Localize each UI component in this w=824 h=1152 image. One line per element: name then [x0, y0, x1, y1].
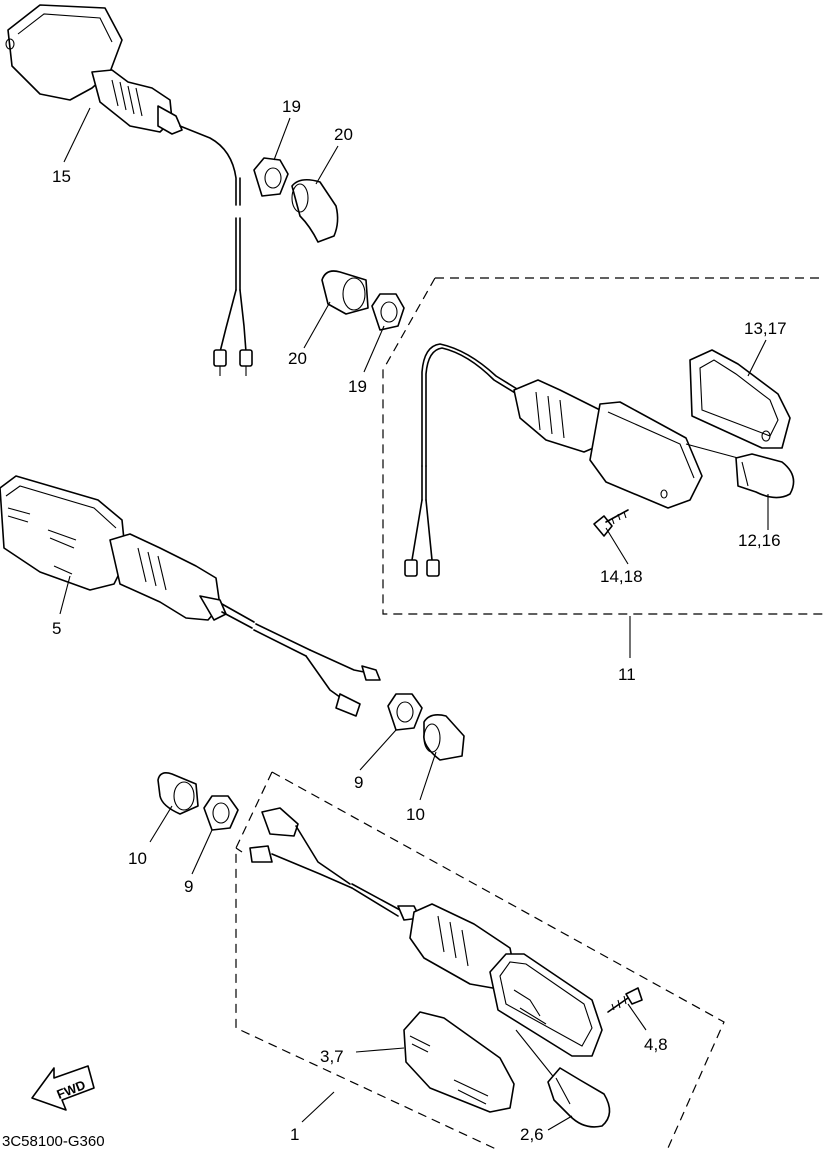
label-10-right: 10	[406, 805, 425, 824]
nut-9-right[interactable]	[387, 693, 423, 731]
lens-3-7[interactable]	[403, 1011, 515, 1113]
label-5: 5	[52, 619, 61, 638]
grommet-20-lower[interactable]	[321, 270, 369, 315]
label-2-6: 2,6	[520, 1125, 544, 1144]
label-9-right: 9	[354, 773, 363, 792]
bulb-12-16[interactable]	[735, 453, 795, 499]
label-20-lower: 20	[288, 349, 307, 368]
nut-9-left[interactable]	[203, 795, 239, 831]
turn-signal-1[interactable]	[249, 807, 603, 1081]
label-12-16: 12,16	[738, 531, 781, 550]
label-9-left: 9	[184, 877, 193, 896]
label-13-17: 13,17	[744, 319, 787, 338]
grommet-20-upper[interactable]	[291, 178, 339, 243]
label-20-upper: 20	[334, 125, 353, 144]
label-10-left: 10	[128, 849, 147, 868]
turn-signal-15[interactable]	[5, 4, 253, 376]
label-1: 1	[290, 1125, 299, 1144]
screw-4-8[interactable]	[607, 987, 643, 1013]
part-code: 3C58100-G360	[2, 1133, 105, 1150]
label-11: 11	[618, 665, 636, 684]
label-14-18: 14,18	[600, 567, 643, 586]
turn-signal-11[interactable]	[404, 343, 739, 577]
bulb-2-6[interactable]	[547, 1067, 611, 1128]
assembly-11-boundary	[382, 277, 824, 615]
nut-19-lower[interactable]	[371, 293, 405, 331]
label-19-upper: 19	[282, 97, 301, 116]
assembly-1-boundary	[235, 771, 725, 1151]
nut-19-upper[interactable]	[253, 157, 289, 197]
label-3-7: 3,7	[320, 1047, 344, 1066]
lens-13-17[interactable]	[689, 349, 791, 449]
label-19-lower: 19	[348, 377, 367, 396]
leader-lines	[59, 107, 769, 1131]
part-labels: 15 19 20 20 19 13,17 12,16 14,18 11 5 9 …	[2, 97, 787, 1150]
fwd-arrow-icon: FWD	[31, 1065, 95, 1111]
turn-signal-5[interactable]	[0, 475, 381, 717]
label-4-8: 4,8	[644, 1035, 668, 1054]
grommet-10-left[interactable]	[157, 772, 199, 815]
screw-14-18[interactable]	[593, 509, 629, 537]
label-15: 15	[52, 167, 71, 186]
grommet-10-right[interactable]	[423, 714, 465, 761]
